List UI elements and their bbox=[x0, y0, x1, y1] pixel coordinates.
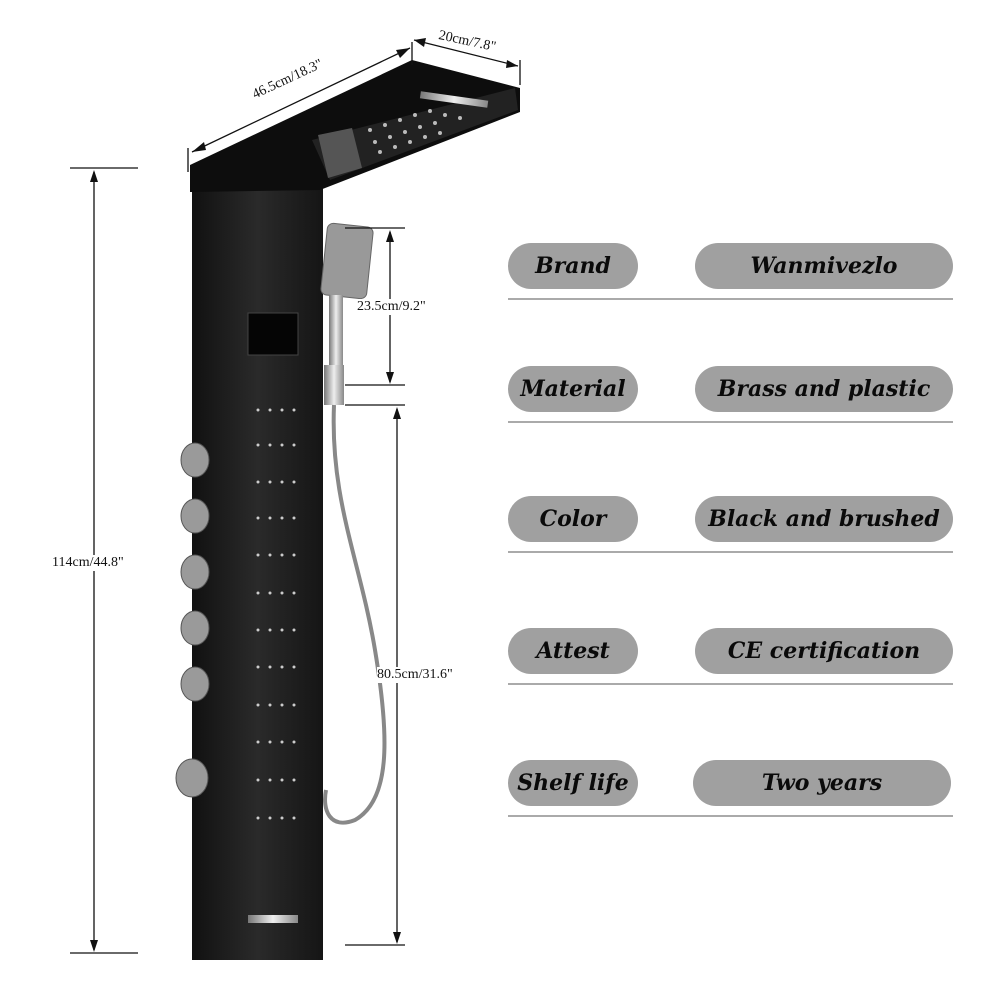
divider bbox=[508, 683, 953, 685]
panel-body bbox=[192, 185, 323, 960]
spec-value: Wanmivezlo bbox=[695, 243, 953, 289]
dimension-handheld-length: 23.5cm/9.2" bbox=[357, 299, 426, 315]
dimension-total-height: 114cm/44.8" bbox=[52, 555, 124, 571]
divider bbox=[508, 421, 953, 423]
handheld-shower bbox=[320, 222, 374, 300]
dimension-handheld-height: 80.5cm/31.6" bbox=[377, 667, 453, 683]
spec-value: Brass and plastic bbox=[695, 366, 953, 412]
rain-head bbox=[190, 60, 520, 192]
spec-value: Black and brushed bbox=[695, 496, 953, 542]
spec-label: Shelf life bbox=[508, 760, 638, 806]
spec-label: Color bbox=[508, 496, 638, 542]
spec-row-material: Material Brass and plastic bbox=[508, 366, 953, 426]
body-jets bbox=[256, 408, 296, 820]
spec-value: CE certification bbox=[695, 628, 953, 674]
spec-label: Brand bbox=[508, 243, 638, 289]
digital-display bbox=[247, 312, 299, 356]
divider bbox=[508, 551, 953, 553]
hose bbox=[323, 404, 387, 825]
spec-row-shelf-life: Shelf life Two years bbox=[508, 760, 953, 820]
divider bbox=[508, 298, 953, 300]
spec-value: Two years bbox=[693, 760, 951, 806]
waterfall-spout bbox=[248, 915, 298, 923]
spec-label: Attest bbox=[508, 628, 638, 674]
spec-row-color: Color Black and brushed bbox=[508, 496, 953, 556]
spec-row-attest: Attest CE certification bbox=[508, 628, 953, 688]
spec-row-brand: Brand Wanmivezlo bbox=[508, 243, 953, 303]
control-knobs bbox=[175, 442, 210, 798]
spec-label: Material bbox=[508, 366, 638, 412]
divider bbox=[508, 815, 953, 817]
